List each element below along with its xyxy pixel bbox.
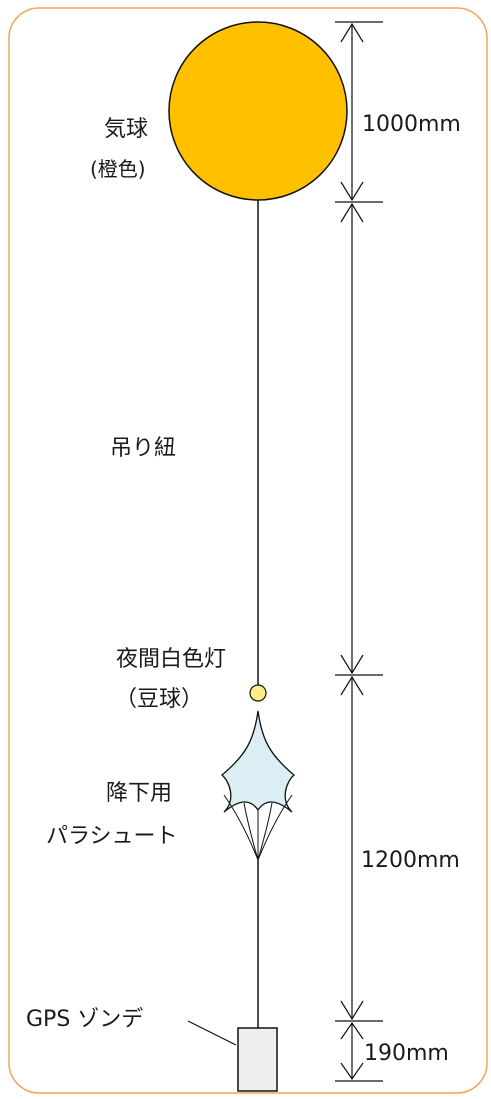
- parachute-label: 降下用: [106, 781, 172, 806]
- balloon-color-label: (橙色): [90, 157, 146, 181]
- dimension-arrows: [340, 22, 364, 1081]
- lower-dimension: 1200mm: [361, 848, 460, 873]
- parachute-type-label: パラシュート: [46, 824, 178, 849]
- lamp-type-label: （豆球）: [115, 687, 203, 712]
- dimension-ticks: [335, 21, 383, 1082]
- gps-leader-line: [187, 1020, 237, 1046]
- gps-sonde-box: [237, 1027, 278, 1092]
- parachute: [220, 710, 296, 861]
- sonde-dimension: 190mm: [364, 1041, 449, 1066]
- night-lamp: [249, 684, 267, 702]
- gps-sonde-label: GPS ゾンデ: [26, 1007, 143, 1032]
- balloon-dimension: 1000mm: [362, 112, 461, 137]
- lamp-label: 夜間白色灯: [116, 647, 226, 672]
- balloon-label: 気球: [104, 117, 148, 142]
- diagram-frame: [8, 7, 488, 1094]
- balloon: [168, 21, 348, 201]
- string-label: 吊り紐: [110, 436, 176, 461]
